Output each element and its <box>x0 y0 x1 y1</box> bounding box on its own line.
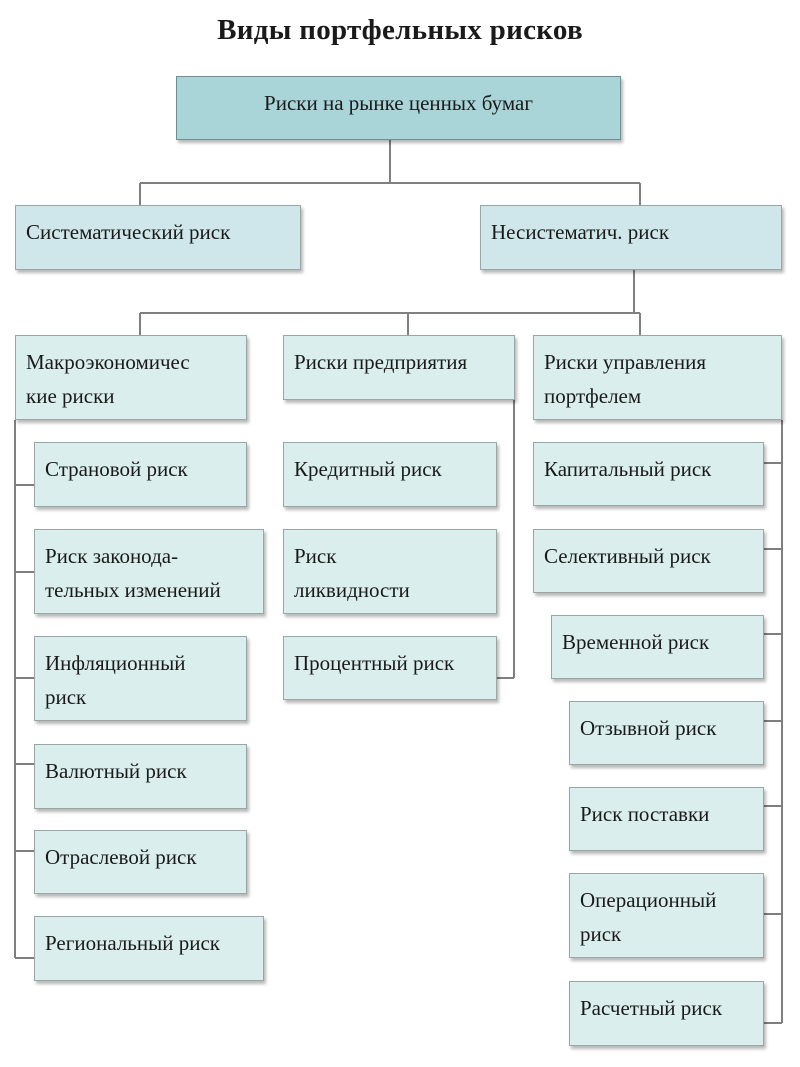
macro-item-industry: Отраслевой риск <box>34 830 247 894</box>
macro-item-legislative: Риск законода- тельных изменений <box>34 529 264 614</box>
portfolio-item-operational: Операционный риск <box>569 873 764 958</box>
enterprise-item-interest: Процентный риск <box>283 636 497 700</box>
portfolio-item-temporal: Временной риск <box>551 615 764 679</box>
portfolio-item-settlement: Расчетный риск <box>569 981 764 1046</box>
macro-item-inflation: Инфляционный риск <box>34 636 247 721</box>
portfolio-risks-box: Риски управления портфелем <box>533 335 782 420</box>
macro-item-currency: Валютный риск <box>34 744 247 809</box>
diagram-title: Виды портфельных рисков <box>217 14 583 46</box>
enterprise-risks-box: Риски предприятия <box>283 335 515 400</box>
enterprise-item-credit: Кредитный риск <box>283 442 497 507</box>
unsystematic-risk-box: Несистематич. риск <box>480 205 782 270</box>
portfolio-item-delivery: Риск поставки <box>569 787 764 851</box>
macro-item-regional: Региональный риск <box>34 916 264 981</box>
root-box: Риски на рынке ценных бумаг <box>176 76 621 140</box>
macro-item-country: Страновой риск <box>34 442 247 507</box>
portfolio-item-recall: Отзывной риск <box>569 701 764 765</box>
portfolio-item-selective: Селективный риск <box>533 529 764 593</box>
systematic-risk-box: Систематический риск <box>15 205 301 270</box>
macro-risks-box: Макроэкономичес кие риски <box>15 335 247 420</box>
portfolio-item-capital: Капитальный риск <box>533 442 764 506</box>
enterprise-item-liquidity: Риск ликвидности <box>283 529 497 614</box>
